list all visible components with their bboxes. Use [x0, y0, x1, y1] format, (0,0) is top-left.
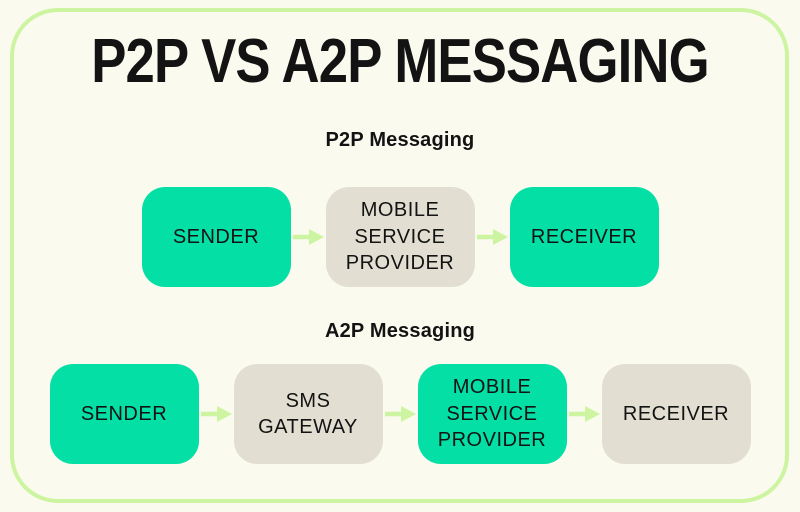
node-a2p-sender: SENDER — [49, 364, 199, 464]
node-p2p-receiver: RECEIVER — [509, 187, 659, 287]
section-label-a2p: A2P Messaging — [324, 320, 476, 342]
node-p2p-mobile-service-provider: MOBILE SERVICE PROVIDER — [325, 187, 475, 287]
diagram-title: P2P VS A2P MESSAGING — [91, 27, 709, 96]
arrow-right-icon — [568, 406, 600, 422]
section-label-p2p: P2P Messaging — [325, 129, 475, 151]
node-a2p-mobile-service-provider: MOBILE SERVICE PROVIDER — [417, 364, 567, 464]
node-label: RECEIVER — [622, 402, 730, 425]
node-a2p-sms-gateway: SMS GATEWAY — [233, 364, 383, 464]
arrow-right-icon — [384, 406, 416, 422]
node-a2p-receiver: RECEIVER — [601, 364, 751, 464]
arrow-right-icon — [200, 406, 232, 422]
node-p2p-sender: SENDER — [141, 187, 291, 287]
node-label: MOBILE SERVICE PROVIDER — [345, 199, 455, 275]
node-label: SMS GATEWAY — [258, 389, 358, 438]
flow-row-a2p: SENDER SMS GATEWAY MOBILE SERVICE PROVID… — [0, 364, 800, 464]
node-label: SENDER — [172, 225, 260, 248]
node-label: RECEIVER — [530, 225, 638, 248]
diagram-border-frame — [10, 8, 789, 503]
arrow-right-icon — [476, 229, 508, 245]
flow-row-p2p: SENDER MOBILE SERVICE PROVIDER RECEIVER — [0, 187, 800, 287]
node-label: SENDER — [80, 402, 168, 425]
node-label: MOBILE SERVICE PROVIDER — [437, 376, 547, 452]
arrow-right-icon — [292, 229, 324, 245]
